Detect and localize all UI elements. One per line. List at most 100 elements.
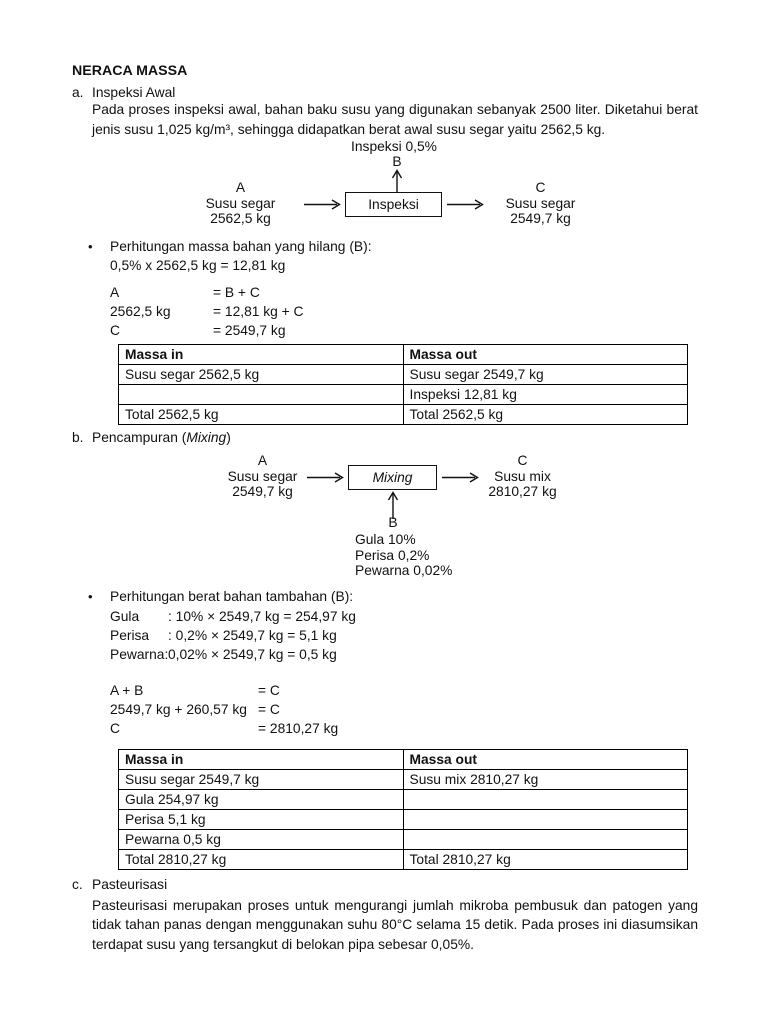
diagram-a-input-mass: 2562,5 kg bbox=[210, 211, 271, 227]
eq-right: = C bbox=[258, 683, 280, 698]
section-a-heading: Inspeksi Awal bbox=[92, 85, 176, 100]
diagram-b-added-list: Gula 10% Perisa 0,2% Pewarna 0,02% bbox=[355, 532, 452, 579]
bullet-a-line: 0,5% x 2562,5 kg = 12,81 kg bbox=[110, 258, 286, 273]
diagram-b-input-letter: A bbox=[257, 453, 268, 468]
section-a-heading-row: a. Inspeksi Awal bbox=[72, 85, 692, 100]
diagram-inspeksi: Inspeksi 0,5% B A Susu segar 2562,5 kg I… bbox=[0, 138, 768, 234]
calc-lines-b: Gula : 10% × 2549,7 kg = 254,97 kg Peris… bbox=[110, 607, 530, 665]
arrow-right-icon bbox=[441, 471, 479, 484]
eq-left: 2562,5 kg bbox=[110, 304, 171, 320]
arrow-right-icon bbox=[303, 198, 341, 211]
section-c-heading: Pasteurisasi bbox=[92, 877, 168, 892]
section-b-heading-italic: Mixing bbox=[186, 430, 227, 445]
bullet-icon: • bbox=[88, 239, 93, 254]
table-row: Gula 254,97 kg bbox=[118, 789, 688, 810]
page-title: NERACA MASSA bbox=[72, 63, 188, 79]
section-b-heading-row: b. Pencampuran (Mixing) bbox=[72, 430, 692, 445]
process-box-inspeksi-label: Inspeksi bbox=[368, 197, 419, 212]
section-c-marker: c. bbox=[72, 877, 83, 892]
table-header-massa-in: Massa in bbox=[118, 344, 404, 365]
table-header-row: Massa in Massa out bbox=[118, 344, 688, 365]
arrow-up-icon bbox=[390, 169, 404, 193]
table-header-massa-in: Massa in bbox=[118, 749, 404, 770]
mass-balance-table-inspeksi: Massa in Massa out Susu segar 2562,5 kg … bbox=[118, 344, 688, 425]
table-cell bbox=[402, 809, 688, 830]
added-item: Gula 10% bbox=[355, 532, 416, 547]
diagram-a-input-name: Susu segar bbox=[205, 195, 276, 211]
table-header-row: Massa in Massa out bbox=[118, 749, 688, 770]
diagram-b-added-letter: B bbox=[388, 515, 398, 530]
eq-right: = 2549,7 kg bbox=[213, 323, 286, 339]
diagram-a-input-letter: A bbox=[235, 180, 246, 195]
table-cell bbox=[118, 384, 404, 405]
table-cell bbox=[402, 829, 688, 850]
table-cell: Susu segar 2562,5 kg bbox=[118, 364, 404, 385]
table-row: Pewarna 0,5 kg bbox=[118, 829, 688, 850]
diagram-a-input: A Susu segar 2562,5 kg bbox=[178, 180, 303, 227]
calc-label: Perisa bbox=[110, 628, 150, 644]
table-cell bbox=[402, 789, 688, 810]
table-row: Susu segar 2562,5 kg Susu segar 2549,7 k… bbox=[118, 364, 688, 385]
added-item: Perisa 0,2% bbox=[355, 547, 430, 563]
section-c-heading-row: c. Pasteurisasi bbox=[72, 877, 692, 892]
process-box-mixing: Mixing bbox=[348, 465, 437, 490]
table-cell: Susu segar 2549,7 kg bbox=[402, 364, 688, 385]
table-cell: Susu mix 2810,27 kg bbox=[402, 769, 688, 790]
table-cell: Perisa 5,1 kg bbox=[118, 809, 404, 830]
eq-left: 2549,7 kg + 260,57 kg bbox=[110, 702, 247, 718]
eq-right: = 12,81 kg + C bbox=[213, 304, 304, 320]
arrow-up-icon bbox=[386, 491, 400, 519]
section-a-paragraph: Pada proses inspeksi awal, bahan baku su… bbox=[92, 102, 698, 137]
table-row: Total 2562,5 kg Total 2562,5 kg bbox=[118, 404, 688, 425]
table-cell: Total 2562,5 kg bbox=[402, 404, 688, 425]
table-row: Perisa 5,1 kg bbox=[118, 809, 688, 830]
diagram-a-output: C Susu segar 2549,7 kg bbox=[478, 180, 603, 227]
arrow-right-icon bbox=[446, 198, 484, 211]
diagram-b-output: C Susu mix 2810,27 kg bbox=[460, 453, 585, 500]
bullet-b-title-row: • Perhitungan berat bahan tambahan (B): bbox=[88, 589, 688, 604]
arrow-right-icon bbox=[306, 471, 344, 484]
mass-balance-table-mixing: Massa in Massa out Susu segar 2549,7 kg … bbox=[118, 749, 688, 870]
eq-right: = B + C bbox=[213, 285, 260, 300]
eq-left: A bbox=[110, 285, 120, 300]
table-cell: Susu segar 2549,7 kg bbox=[118, 769, 404, 790]
table-header-massa-out: Massa out bbox=[402, 749, 688, 770]
calc-value: : 0,2% × 2549,7 kg = 5,1 kg bbox=[168, 628, 337, 644]
calc-value: 0,02% × 2549,7 kg = 0,5 kg bbox=[168, 647, 337, 663]
process-box-inspeksi: Inspeksi bbox=[345, 192, 442, 217]
eq-left: A + B bbox=[110, 683, 144, 698]
eq-left: C bbox=[110, 323, 120, 339]
bullet-a-title-row: • Perhitungan massa bahan yang hilang (B… bbox=[88, 239, 688, 254]
eq-right: = C bbox=[258, 702, 280, 718]
bullet-a-title: Perhitungan massa bahan yang hilang (B): bbox=[110, 239, 372, 254]
table-cell: Total 2810,27 kg bbox=[402, 849, 688, 870]
diagram-a-loss-letter: B bbox=[392, 154, 402, 169]
section-b-marker: b. bbox=[72, 430, 84, 445]
table-cell: Inspeksi 12,81 kg bbox=[402, 384, 688, 405]
table-row: Total 2810,27 kg Total 2810,27 kg bbox=[118, 849, 688, 870]
section-c-paragraph: Pasteurisasi merupakan proses untuk meng… bbox=[92, 898, 698, 952]
eq-left: C bbox=[110, 721, 120, 737]
section-b-heading-prefix: Pencampuran ( bbox=[92, 430, 187, 445]
table-row: Susu segar 2549,7 kg Susu mix 2810,27 kg bbox=[118, 769, 688, 790]
table-header-massa-out: Massa out bbox=[402, 344, 688, 365]
table-cell: Total 2562,5 kg bbox=[118, 404, 404, 425]
calc-value: : 10% × 2549,7 kg = 254,97 kg bbox=[168, 609, 356, 624]
section-b-heading: Pencampuran (Mixing) bbox=[92, 430, 231, 445]
bullet-icon: • bbox=[88, 589, 93, 604]
diagram-b-input-name: Susu segar bbox=[227, 468, 298, 484]
table-cell: Gula 254,97 kg bbox=[118, 789, 404, 810]
calc-label: Gula bbox=[110, 609, 140, 624]
bullet-b-title: Perhitungan berat bahan tambahan (B): bbox=[110, 589, 354, 604]
calc-label: Pewarna: bbox=[110, 647, 169, 663]
diagram-mixing: A Susu segar 2549,7 kg Mixing C Susu mix… bbox=[0, 453, 768, 580]
section-a-marker: a. bbox=[72, 85, 84, 100]
equations-b: A + B = C 2549,7 kg + 260,57 kg = C C = … bbox=[110, 681, 530, 738]
table-cell: Pewarna 0,5 kg bbox=[118, 829, 404, 850]
diagram-b-input: A Susu segar 2549,7 kg bbox=[200, 453, 325, 500]
diagram-a-loss-label: Inspeksi 0,5% bbox=[351, 139, 437, 154]
added-item: Pewarna 0,02% bbox=[355, 563, 453, 579]
diagram-b-input-mass: 2549,7 kg bbox=[232, 484, 293, 500]
diagram-a-output-letter: C bbox=[535, 180, 546, 195]
